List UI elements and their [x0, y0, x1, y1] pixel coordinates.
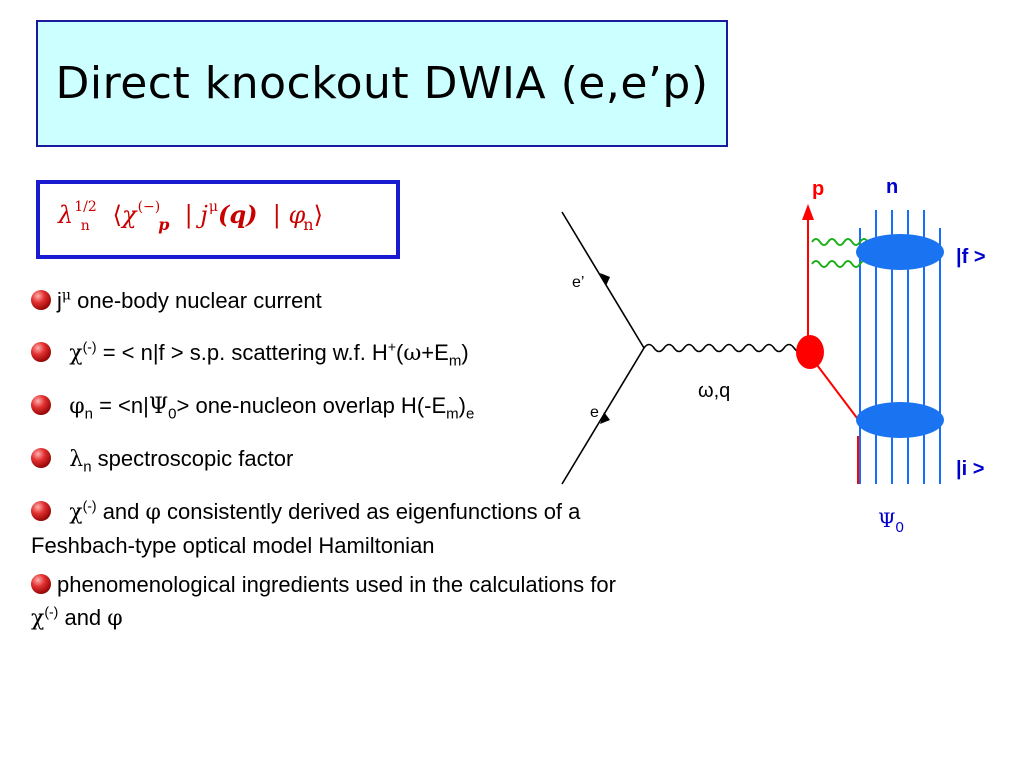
slide-title: Direct knockout DWIA (e,e’p): [55, 58, 709, 109]
b4-lambda: λ: [69, 447, 84, 472]
formula-q: (q): [217, 200, 258, 229]
formula-lambda: λ: [58, 201, 74, 229]
b5-sup: (-): [82, 497, 97, 514]
initial-state-label: |i >: [956, 458, 985, 480]
b3-phi: φ: [69, 394, 85, 419]
b2-text: = < n|f > s.p. scattering w.f. H: [96, 340, 388, 365]
bullet-ball-icon: [31, 448, 51, 468]
b6-and: and: [58, 605, 108, 630]
b6-text: phenomenological ingredients used in the…: [57, 572, 616, 597]
initial-state-blob: [856, 402, 944, 438]
bullet-ball-icon: [31, 342, 51, 362]
formula-lambda-sup: 1/2: [74, 199, 97, 215]
b6-chi: χ: [31, 606, 45, 631]
b3-n: n: [84, 405, 93, 423]
psi0-symbol: Ψ: [878, 508, 896, 532]
bullet-spectroscopic: λn spectroscopic factor: [31, 442, 641, 476]
b3-close: ): [458, 393, 466, 418]
b5-phi: φ: [145, 500, 161, 525]
b3-e: e: [465, 405, 475, 423]
final-state-blob: [856, 234, 944, 270]
outgoing-proton-line: [802, 204, 814, 353]
outgoing-electron-arrow-icon: [600, 273, 610, 286]
green-photon-1: [811, 238, 869, 246]
psi0-label: Ψ0: [878, 508, 904, 536]
b3-m: m: [446, 405, 459, 423]
b2-hsup: +: [387, 338, 397, 355]
b5-chi: χ: [69, 500, 83, 525]
bullet-ball-icon: [31, 290, 51, 310]
formula-current-sup: μ: [208, 199, 218, 215]
formula-box: λ1/2n ⟨χ(−)p | jμ(q) | φn⟩: [36, 180, 400, 259]
green-photon-2: [811, 260, 869, 268]
b2-chi: χ: [69, 341, 83, 366]
proton-label: p: [812, 178, 825, 200]
e-prime-label: e’: [572, 274, 585, 291]
b1-text: one-body nuclear current: [71, 288, 322, 313]
formula-current: j: [200, 201, 208, 229]
bullet-scattering: χ(-) = < n|f > s.p. scattering w.f. H+(ω…: [31, 336, 641, 370]
virtual-photon: [643, 343, 805, 353]
formula-chi-sub: p: [158, 215, 170, 234]
b1-j: j: [57, 288, 62, 313]
b2-omega: ω: [403, 341, 422, 366]
bullet-overlap: φn = <n|Ψ0> one-nucleon overlap H(-Em)e: [31, 389, 641, 423]
bullet-consistency: χ(-) and φ consistently derived as eigen…: [31, 495, 641, 562]
b1-mu: μ: [61, 287, 71, 304]
feynman-diagram-svg: [561, 204, 944, 485]
b6-sup: (-): [44, 603, 59, 620]
b2-m: m: [448, 352, 462, 370]
final-state-label: |f >: [956, 246, 986, 268]
b3-zero: 0: [168, 405, 177, 423]
bullet-ball-icon: [31, 395, 51, 415]
b3-psi: Ψ: [148, 394, 169, 419]
b4-text: spectroscopic factor: [91, 446, 294, 471]
interaction-vertex: [796, 335, 824, 369]
b2-sup: (-): [82, 338, 97, 355]
b2-close: ): [461, 340, 469, 365]
bullet-ball-icon: [31, 501, 51, 521]
b5-text: consistently derived as eigenfunctions o…: [31, 499, 581, 558]
bullet-phenomenological: phenomenological ingredients used in the…: [31, 568, 641, 635]
formula: λ1/2n ⟨χ(−)p | jμ(q) | φn⟩: [58, 199, 323, 234]
incoming-electron-arrow-icon: [600, 412, 610, 424]
outgoing-electron-line: [561, 211, 645, 349]
bullet-list: jμ one-body nuclear current χ(-) = < n|f…: [31, 284, 641, 654]
formula-chi: χ: [122, 201, 137, 229]
b2-open: (: [396, 340, 404, 365]
formula-phi-sub: n: [303, 215, 314, 234]
psi0-sub: 0: [895, 519, 904, 536]
feynman-diagram: p n e’ e ω,q |f > |i > Ψ0: [540, 170, 1024, 550]
b5-and: and: [96, 499, 146, 524]
b2-plus: +E: [421, 340, 449, 365]
b6-phi: φ: [107, 606, 123, 631]
b4-n: n: [83, 458, 92, 476]
b3-eq: = <n|: [92, 393, 149, 418]
e-label: e: [590, 404, 599, 421]
neutron-label: n: [886, 176, 899, 198]
bullet-ball-icon: [31, 574, 51, 594]
formula-chi-sup: (−): [137, 199, 161, 215]
formula-lambda-sub: n: [80, 218, 90, 234]
bullet-current: jμ one-body nuclear current: [31, 284, 641, 317]
title-box: Direct knockout DWIA (e,e’p): [36, 20, 728, 147]
b3-text: > one-nucleon overlap H(-E: [176, 393, 447, 418]
omega-q-label: ω,q: [698, 380, 731, 402]
formula-phi: φ: [288, 201, 306, 229]
